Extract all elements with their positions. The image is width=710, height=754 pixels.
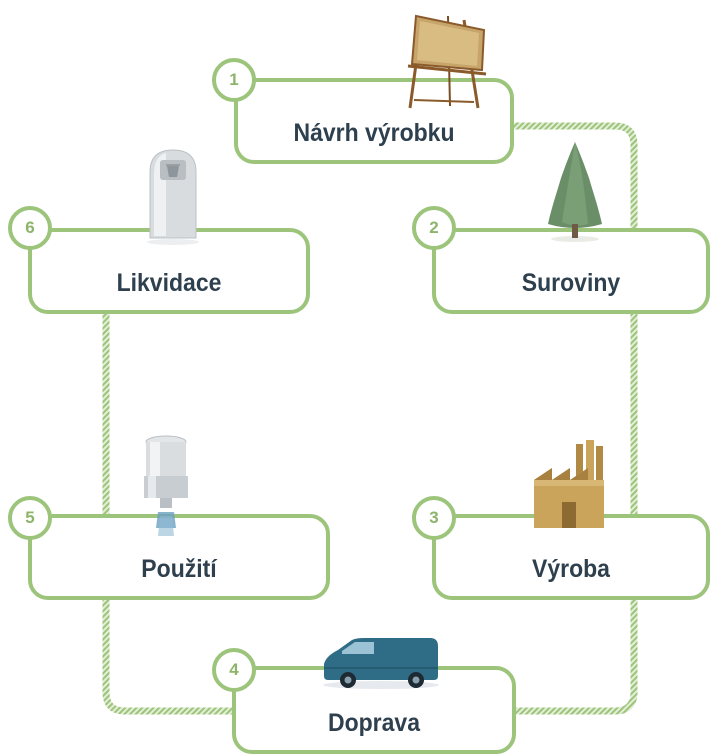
stage-label: Suroviny	[521, 269, 621, 297]
van-icon	[318, 634, 444, 690]
step-badge: 3	[412, 496, 456, 540]
step-badge: 4	[212, 648, 256, 692]
connector-3-4	[516, 600, 638, 715]
connector-1-2	[514, 122, 638, 228]
stage-label: Použití	[141, 555, 217, 583]
factory-icon	[530, 440, 608, 530]
step-badge: 2	[412, 206, 456, 250]
easel-icon	[404, 12, 496, 112]
stage-card-transport: Doprava	[232, 666, 516, 754]
stage-card-production: Výroba	[432, 514, 710, 600]
trash-bin-icon	[144, 146, 202, 246]
step-badge: 6	[8, 206, 52, 250]
stage-card-raw-materials: Suroviny	[432, 228, 710, 314]
step-badge: 5	[8, 496, 52, 540]
stage-card-use: Použití	[28, 514, 330, 600]
stage-card-design: Návrh výrobku	[234, 78, 514, 164]
connector-4-5	[102, 600, 232, 715]
step-badge: 1	[212, 58, 256, 102]
stage-label: Likvidace	[116, 269, 222, 297]
spray-bottle-icon	[138, 432, 194, 540]
tree-icon	[544, 140, 606, 244]
stage-label: Výroba	[532, 555, 610, 583]
stage-label: Návrh výrobku	[293, 119, 455, 147]
stage-label: Doprava	[327, 709, 421, 737]
